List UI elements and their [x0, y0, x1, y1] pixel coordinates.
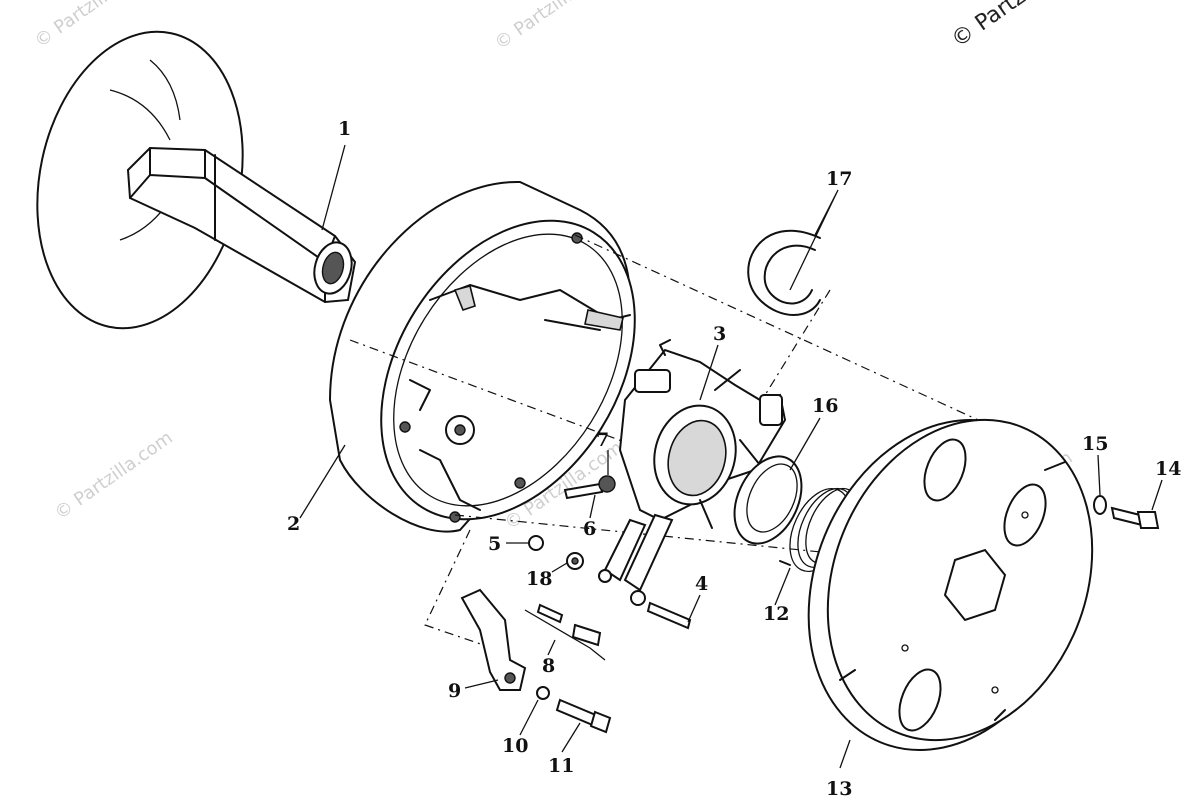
part-3-spider-assembly — [618, 339, 787, 529]
callout-3: 3 — [713, 323, 726, 345]
part-5-nut — [528, 535, 544, 551]
part-9-bracket — [460, 588, 527, 691]
callout-12: 12 — [763, 603, 789, 625]
watermark-top-center: © Partzilla.com — [491, 0, 617, 54]
callout-15: 15 — [1082, 433, 1108, 455]
callout-4: 4 — [695, 573, 708, 595]
part-8-pins — [524, 603, 606, 661]
callout-1: 1 — [338, 118, 351, 140]
part-13-cover-plate — [807, 418, 1094, 751]
watermark-left-mid: © Partzilla.com — [51, 427, 177, 524]
callout-18: 18 — [526, 568, 552, 590]
leader-lines — [299, 144, 1163, 769]
part-7-bushing — [598, 475, 616, 493]
part-4-bolt — [630, 590, 692, 630]
part-2-drum-housing — [328, 180, 636, 533]
callout-6: 6 — [583, 518, 596, 540]
callout-11: 11 — [548, 755, 574, 777]
callout-10: 10 — [502, 735, 528, 757]
watermark-top-right: © Partz — [947, 0, 1030, 53]
callout-numbers: 1 2 3 4 5 6 7 8 9 10 11 12 13 14 15 16 1… — [287, 118, 1181, 800]
part-17-retaining-ring — [747, 229, 821, 316]
part-14-bolt — [1110, 506, 1160, 529]
callout-9: 9 — [448, 680, 461, 702]
callout-16: 16 — [812, 395, 838, 417]
linkage-arms — [598, 513, 674, 592]
callout-5: 5 — [488, 533, 501, 555]
callout-14: 14 — [1155, 458, 1181, 480]
part-6-screw — [563, 482, 604, 500]
callout-17: 17 — [826, 168, 852, 190]
part-15-washer — [1093, 495, 1107, 515]
part-11-screw — [555, 698, 612, 734]
part-1-sheave-shaft — [36, 30, 357, 330]
callout-7: 7 — [596, 429, 609, 451]
part-10-washer — [536, 686, 550, 700]
callout-8: 8 — [542, 655, 555, 677]
callout-2: 2 — [287, 513, 300, 535]
part-16-bearing-ring — [733, 455, 803, 545]
part-18-washer — [566, 552, 584, 570]
callout-13: 13 — [826, 778, 852, 800]
